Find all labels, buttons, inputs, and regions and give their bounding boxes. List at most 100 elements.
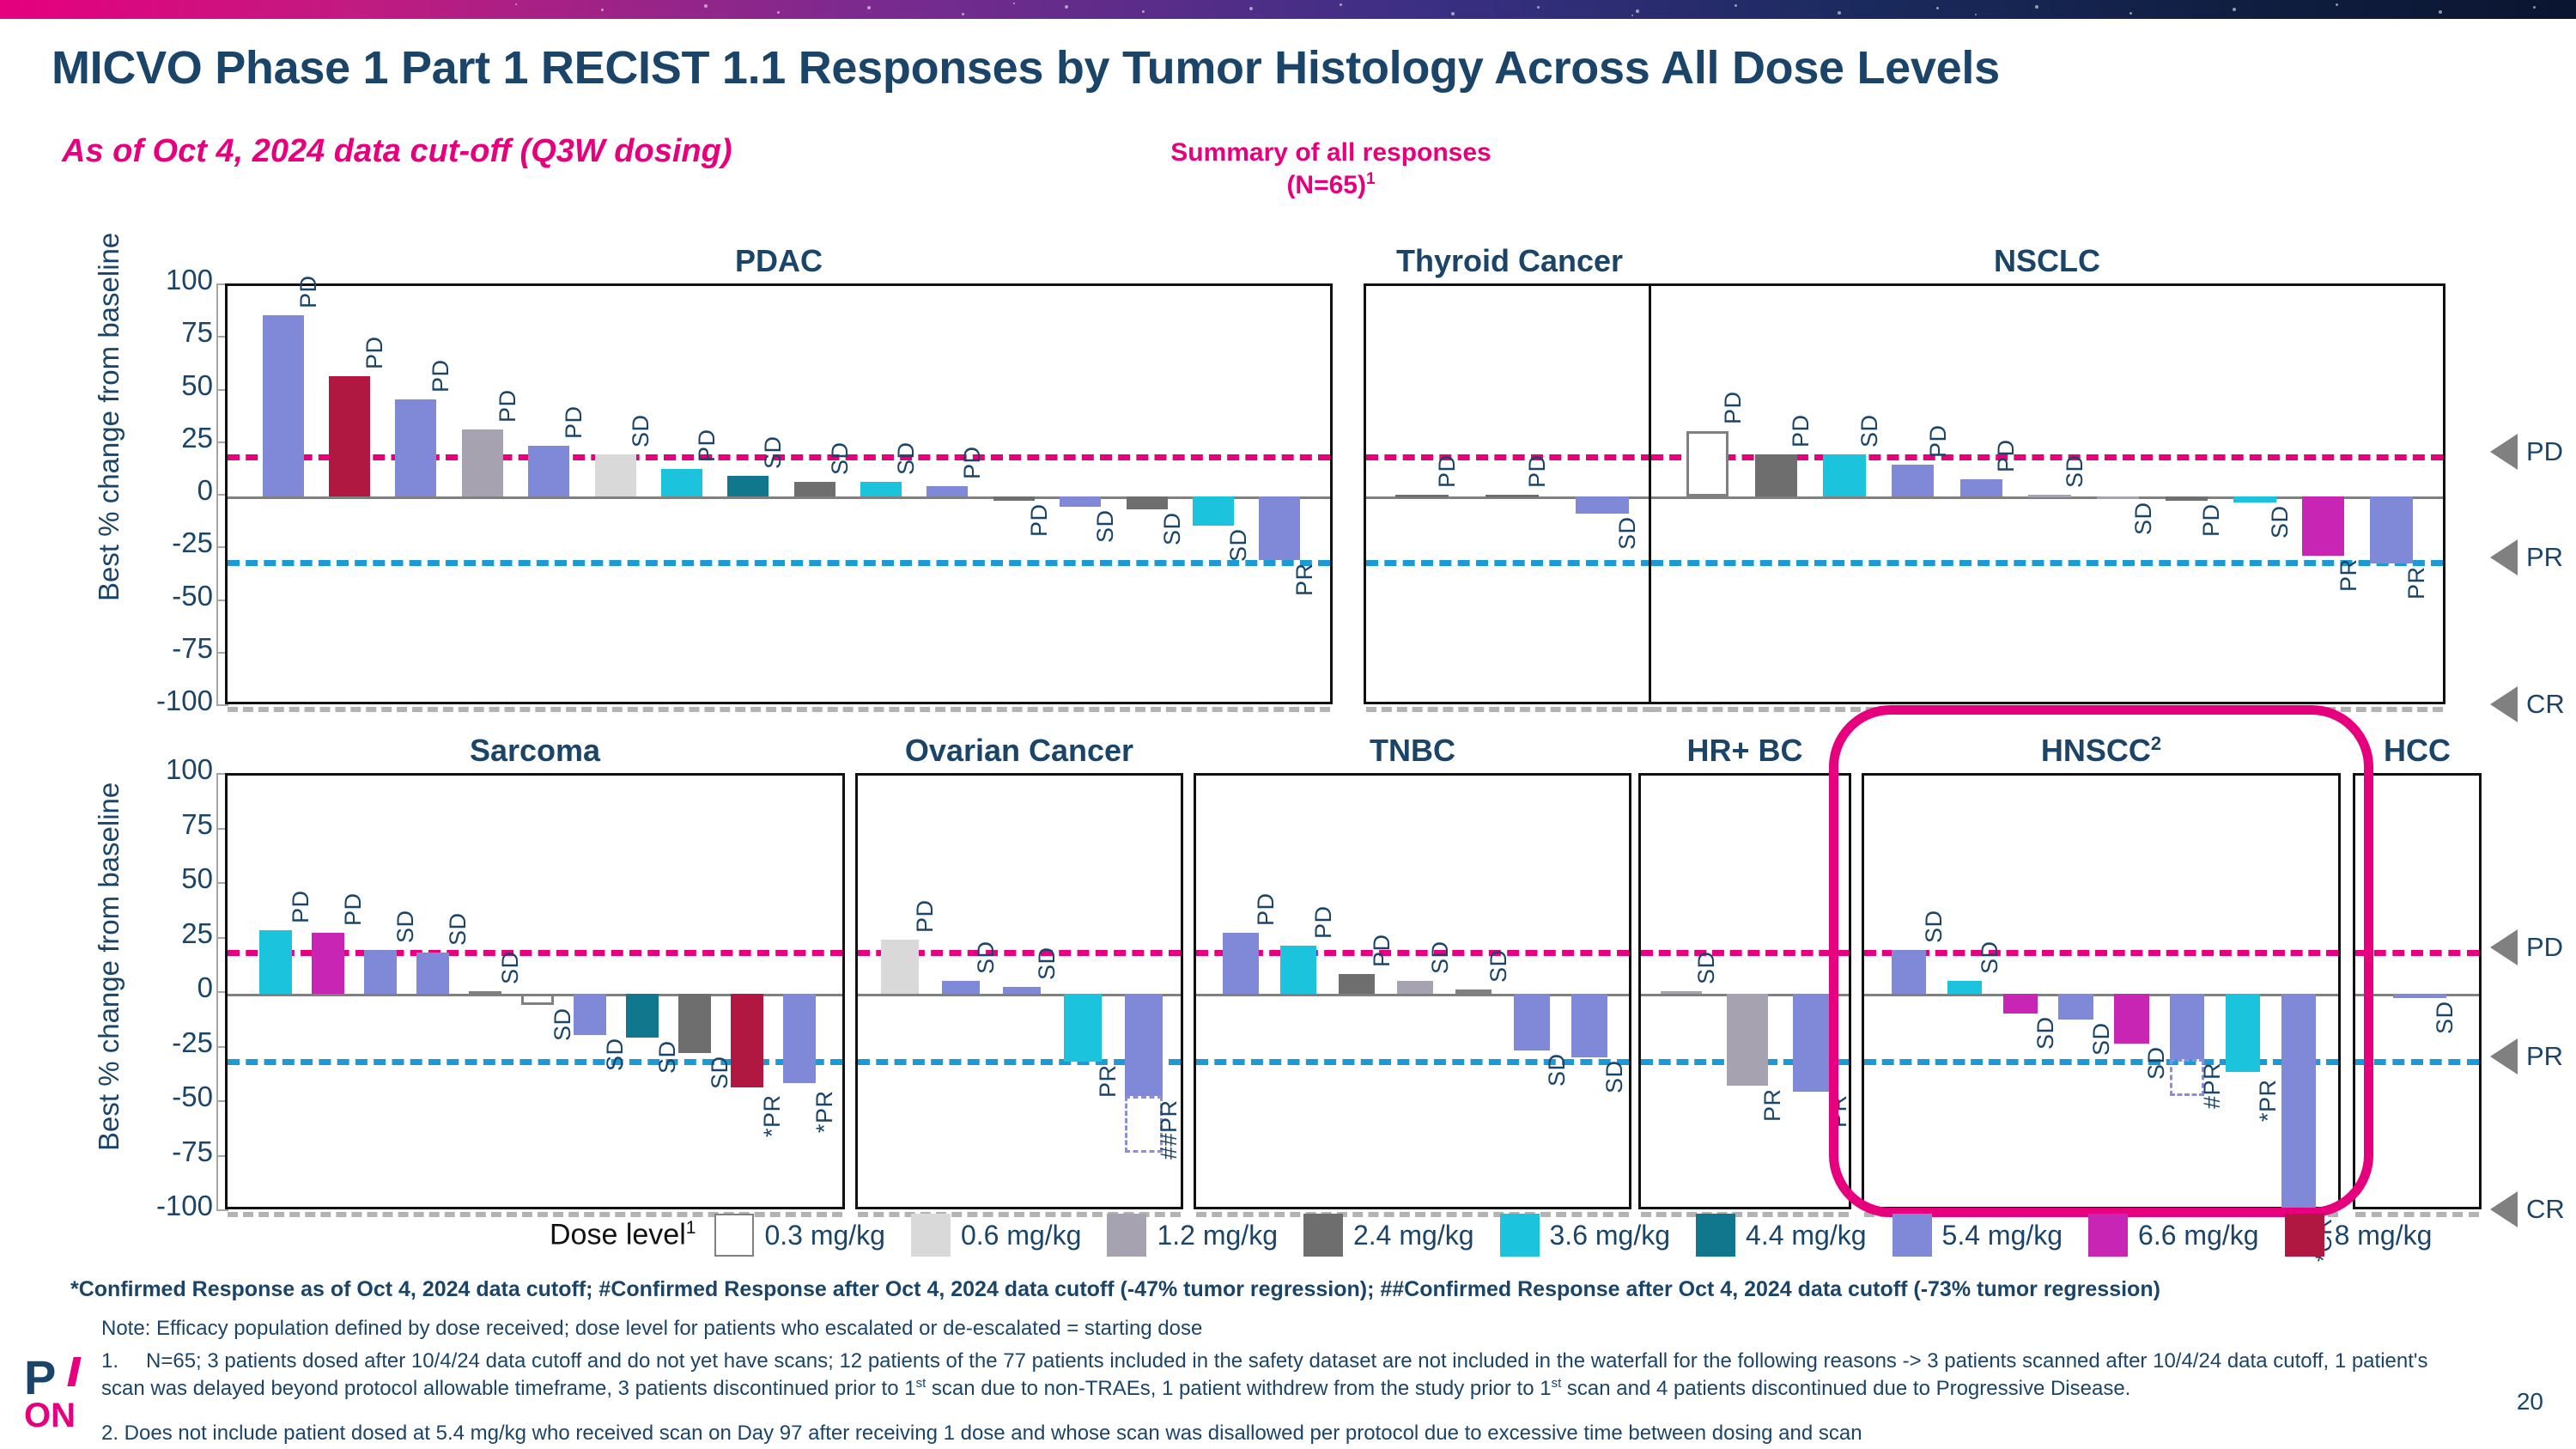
legend-label: 2.4 mg/kg [1352, 1219, 1474, 1251]
y-tick-mark [216, 1209, 228, 1211]
summary-label: Summary of all responses (N=65)1 [1108, 137, 1554, 201]
decorative-star [2336, 3, 2338, 6]
logo-accent-mark [67, 1357, 82, 1386]
bar-response-label: PD [339, 892, 366, 926]
chart-title-text: PDAC [734, 243, 823, 278]
bar-response-label: ##PR [1156, 1099, 1182, 1160]
y-tick-label: -50 [172, 579, 213, 612]
bar-response-label: SD [2032, 1016, 2058, 1050]
bar [1947, 980, 1982, 994]
y-tick-label: 75 [181, 316, 213, 349]
bar-response-label: SD [826, 441, 853, 475]
chart-title-text: Thyroid Cancer [1395, 243, 1624, 278]
bar [2233, 496, 2276, 503]
decorative-star [601, 9, 604, 11]
reference-line-cr [228, 707, 1330, 712]
bar-response-label: SD [1976, 941, 2002, 974]
zero-baseline [1366, 496, 1653, 499]
bar-response-label: SD [2143, 1046, 2170, 1081]
chart-panel-thyroid-cancer: PD PD SD [1364, 283, 1656, 712]
y-tick-mark [216, 283, 228, 285]
chart-title-ovarian-cancer: Ovarian Cancer [855, 733, 1183, 769]
reference-line-cr [1641, 1212, 1849, 1217]
bar-response-label: PD [911, 898, 938, 933]
bar [1754, 454, 1798, 496]
chart-title-hnscc: HNSCC2 [1862, 733, 2341, 769]
chart-title-text: TNBC [1370, 733, 1455, 768]
bar [2028, 494, 2071, 497]
y-tick-mark [216, 441, 228, 443]
legend-title: Dose level1 [550, 1218, 696, 1251]
bar-response-label: PR [1825, 1094, 1851, 1129]
decorative-star [962, 13, 964, 15]
bar [783, 994, 817, 1084]
bar-projected-extension [2170, 1059, 2205, 1097]
bar-response-label: PR [2335, 558, 2361, 592]
bar-response-label: PD [1524, 454, 1550, 488]
triangle-icon [2490, 1038, 2518, 1075]
logo-on-letters: ON [24, 1397, 76, 1434]
bar-response-label: PD [1252, 892, 1279, 926]
zero-baseline [228, 496, 1330, 499]
bar-response-label: SD [2432, 1001, 2458, 1035]
bar-response-label: SD [707, 1056, 733, 1089]
zero-baseline [1196, 994, 1629, 996]
bar [1125, 994, 1163, 1097]
y-axis-rail [216, 773, 230, 1209]
bar [1576, 496, 1630, 514]
bar-response-label: SD [1920, 910, 1947, 944]
bar [1686, 431, 1729, 496]
bar-response-label: SD [1427, 941, 1453, 974]
threshold-marker-label: PR [2526, 1041, 2564, 1072]
legend-item-4-4-mg-kg: 4.4 mg/kg [1696, 1214, 1867, 1257]
zero-baseline [1651, 496, 2443, 499]
y-tick-label: 50 [181, 368, 213, 401]
bar-response-label: SD [602, 1038, 629, 1072]
reference-line-pd [1366, 454, 1653, 460]
bar [461, 429, 503, 496]
subtitle: As of Oct 4, 2024 data cut-off (Q3W dosi… [62, 133, 732, 169]
bar-response-label: PD [428, 359, 454, 393]
company-logo: P ON [24, 1354, 118, 1436]
legend-item-1-2-mg-kg: 1.2 mg/kg [1107, 1214, 1278, 1257]
decorative-star [2533, 6, 2536, 9]
bar-response-label: SD [2087, 1022, 2114, 1056]
decorative-star [2233, 8, 2236, 11]
zero-baseline [858, 994, 1181, 996]
bar [2226, 994, 2261, 1073]
page-number: 20 [2516, 1388, 2543, 1415]
y-tick-label: 50 [181, 862, 213, 894]
bar-response-label: SD [392, 910, 418, 944]
plot-area: PD PD SD [1366, 286, 1653, 712]
y-tick-mark [216, 991, 228, 993]
bar [2301, 496, 2345, 556]
bar-response-label: PD [1433, 454, 1460, 488]
threshold-marker-pr: PR [2490, 539, 2563, 575]
bar-response-label: PD [287, 890, 313, 924]
bar [793, 481, 835, 496]
chart-title-hr-bc: HR+ BC [1638, 733, 1851, 769]
y-tick-mark [216, 1045, 228, 1048]
legend-swatch [2088, 1214, 2129, 1257]
bar-response-label: PR [1095, 1064, 1121, 1098]
bar-response-label: SD [1614, 516, 1641, 550]
decorative-star [1340, 3, 1342, 6]
decorative-star [867, 6, 871, 9]
y-tick-mark [216, 827, 228, 830]
logo-p-letter: P [24, 1350, 57, 1404]
bar [2170, 994, 2205, 1060]
decorative-star [1142, 10, 1145, 13]
bar [678, 994, 712, 1053]
reference-line-pr [2355, 1059, 2479, 1066]
bar-response-label: SD [1485, 949, 1511, 983]
bar [1455, 989, 1492, 995]
bar [1060, 496, 1102, 508]
bar [2096, 496, 2140, 499]
summary-line-1: Summary of all responses [1170, 138, 1492, 167]
y-tick-mark [216, 336, 228, 338]
bar-response-label: SD [2062, 454, 2087, 488]
bar [2165, 496, 2208, 501]
bar [1485, 494, 1539, 497]
